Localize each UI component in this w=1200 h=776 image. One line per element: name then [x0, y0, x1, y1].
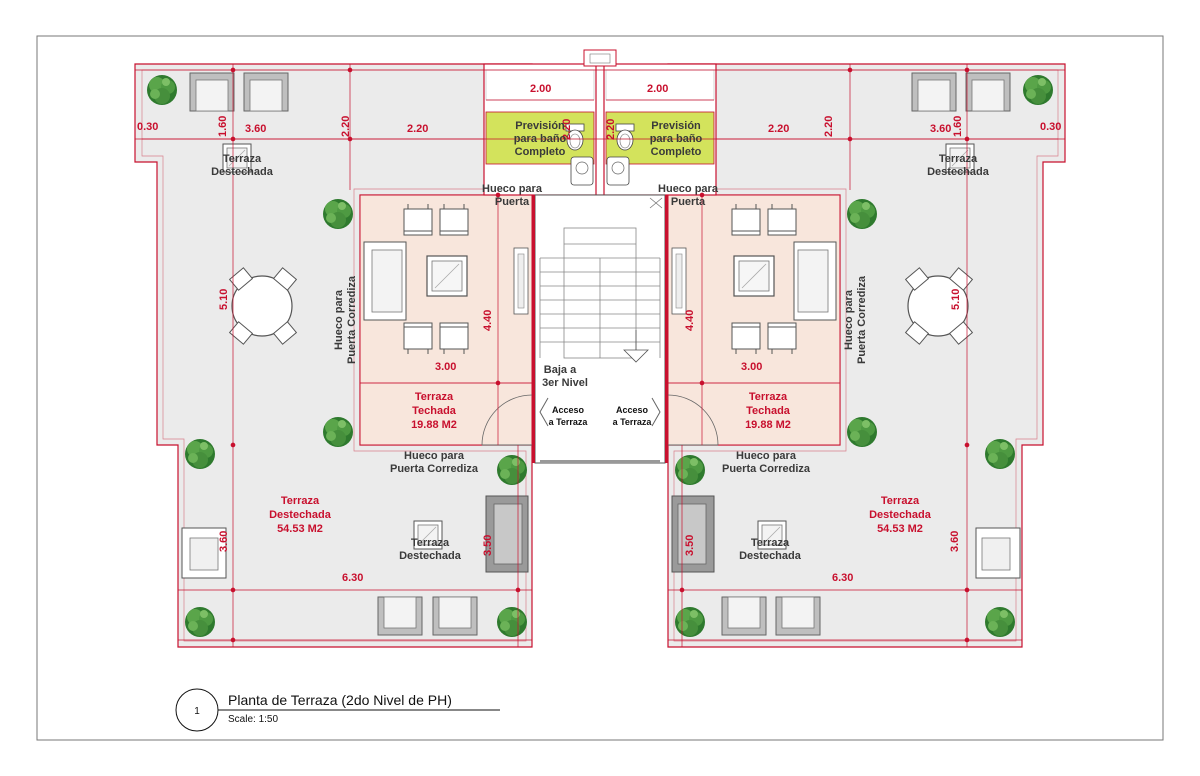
dim-label: 2.20: [823, 116, 835, 137]
terrace-label: Destechada: [399, 550, 462, 562]
dim-label: 2.00: [647, 83, 668, 95]
covered-terrace-area: 19.88 M2: [745, 419, 791, 431]
bath-label: Previsión: [651, 120, 701, 132]
terrace-label: Terraza: [939, 153, 978, 165]
access-label: Acceso: [552, 405, 585, 415]
dim-label: 3.00: [741, 361, 762, 373]
sliding-door-label: Puerta Corrediza: [346, 275, 358, 364]
covered-terrace-label: Techada: [412, 405, 457, 417]
dim-label: 3.60: [245, 123, 266, 135]
dim-label: 5.10: [950, 289, 962, 310]
stair-label: 3er Nivel: [542, 377, 588, 389]
open-terrace-label: Terraza: [281, 495, 320, 507]
terrace-label: Terraza: [751, 537, 790, 549]
dimension-lines: [135, 64, 1065, 647]
door-label: Hueco para: [658, 183, 719, 195]
access-label: a Terraza: [549, 417, 589, 427]
access-label: a Terraza: [613, 417, 653, 427]
dim-label: 3.60: [930, 123, 951, 135]
center-core: [481, 49, 719, 464]
dim-label: 0.30: [1040, 121, 1061, 133]
dim-label: 3.00: [435, 361, 456, 373]
sliding-door-label: Puerta Corrediza: [722, 463, 811, 475]
furniture: [181, 72, 1021, 636]
access-label: Acceso: [616, 405, 649, 415]
dim-label: 2.20: [768, 123, 789, 135]
open-terrace-label: Terraza: [881, 495, 920, 507]
open-terrace-area: 54.53 M2: [877, 523, 923, 535]
dimension-labels: 0.30 0.30 3.60 3.60 2.20 2.20 2.00 2.00 …: [137, 83, 1061, 584]
sliding-door-label: Puerta Corrediza: [856, 275, 868, 364]
dim-label: 5.10: [218, 289, 230, 310]
title-block: 1 Planta de Terraza (2do Nivel de PH) Sc…: [175, 688, 500, 732]
sliding-door-label: Hueco para: [843, 289, 855, 350]
open-terrace-area: 54.53 M2: [277, 523, 323, 535]
stair-label: Baja a: [544, 364, 577, 376]
open-terrace-label: Destechada: [269, 509, 332, 521]
dim-label: 2.20: [340, 116, 352, 137]
dim-label: 2.20: [605, 119, 617, 140]
dim-label: 3.50: [482, 535, 494, 556]
bath-fixtures: [565, 123, 635, 186]
dim-label: 3.50: [684, 535, 696, 556]
bath-label: Completo: [515, 146, 566, 158]
dim-label: 3.60: [949, 531, 961, 552]
dim-label: 2.20: [407, 123, 428, 135]
terrace-label: Terraza: [223, 153, 262, 165]
terrace-label: Destechada: [211, 166, 274, 178]
door-label: Puerta: [671, 196, 706, 208]
drawing-scale: Scale: 1:50: [228, 714, 278, 725]
terrace-label: Destechada: [739, 550, 802, 562]
dim-label: 3.60: [218, 531, 230, 552]
covered-terrace-label: Techada: [746, 405, 791, 417]
dim-label: 4.40: [684, 310, 696, 331]
bath-label: Completo: [651, 146, 702, 158]
dim-label: 2.20: [561, 119, 573, 140]
dim-label: 4.40: [482, 310, 494, 331]
bath-label: para baño: [650, 133, 703, 145]
terrace-label: Destechada: [927, 166, 990, 178]
drawing-number: 1: [194, 706, 200, 717]
bath-label: para baño: [514, 133, 567, 145]
dim-label: 2.00: [530, 83, 551, 95]
open-terrace-label: Destechada: [869, 509, 932, 521]
room-labels: Previsión para baño Completo Previsión p…: [211, 120, 990, 562]
dim-label: 1.60: [952, 116, 964, 137]
covered-terrace-label: Terraza: [749, 391, 788, 403]
sliding-door-label: Hueco para: [333, 289, 345, 350]
bath-label: Previsión: [515, 120, 565, 132]
door-label: Puerta: [495, 196, 530, 208]
dim-label: 6.30: [832, 572, 853, 584]
covered-terrace-area: 19.88 M2: [411, 419, 457, 431]
dim-label: 0.30: [137, 121, 158, 133]
sheet-border: [36, 35, 1164, 741]
drawing-title: Planta de Terraza (2do Nivel de PH): [228, 692, 452, 708]
sliding-door-label: Hueco para: [404, 450, 465, 462]
door-label: Hueco para: [482, 183, 543, 195]
sliding-door-label: Hueco para: [736, 450, 797, 462]
sliding-door-label: Puerta Corrediza: [390, 463, 479, 475]
covered-terrace-label: Terraza: [415, 391, 454, 403]
dim-label: 6.30: [342, 572, 363, 584]
dim-label: 1.60: [217, 116, 229, 137]
terrace-label: Terraza: [411, 537, 450, 549]
